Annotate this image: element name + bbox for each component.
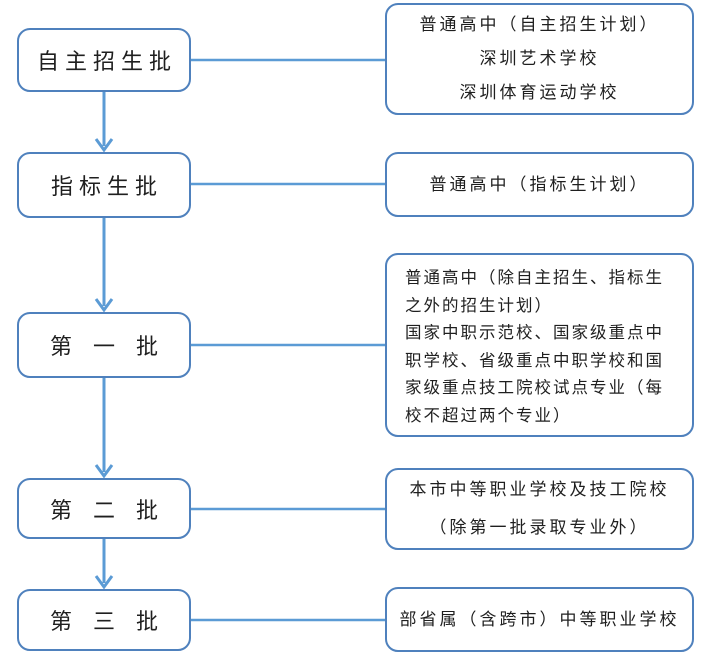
batch-box-zhibiao: 指标生批 [17,152,191,218]
batch-label: 第一批 [49,335,179,360]
batch-box-third: 第三批 [17,589,191,651]
category-line: 深圳体育运动学校 [459,83,620,103]
down-arrow-icon-1 [94,92,114,153]
category-line: 家级重点技工院校试点专业（每 [405,378,664,397]
category-box-first: 普通高中（除自主招生、指标生 之外的招生计划） 国家中职示范校、国家级重点中 职… [385,253,694,437]
category-line: 深圳艺术学校 [479,49,600,69]
batch-box-first: 第一批 [17,312,191,378]
category-line: 普通高中（除自主招生、指标生 [405,268,664,287]
batch-label: 指标生批 [50,175,163,200]
batch-box-second: 第二批 [17,478,191,539]
category-line: 普通高中（自主招生计划） [419,15,660,35]
category-line: 国家中职示范校、国家级重点中 [405,323,664,342]
down-arrow-icon-2 [94,218,114,313]
category-box-zizhu: 普通高中（自主招生计划） 深圳艺术学校 深圳体育运动学校 [385,3,694,115]
category-box-zhibiao: 普通高中（指标生计划） [385,152,694,217]
category-line: 普通高中（指标生计划） [429,174,650,195]
batch-label: 第三批 [49,610,179,635]
category-line: 之外的招生计划） [405,295,553,315]
batch-box-zizhu: 自主招生批 [17,28,191,92]
category-box-second: 本市中等职业学校及技工院校 （除第一批录取专业外） [385,468,694,550]
down-arrow-icon-4 [94,539,114,590]
category-line: 部省属（含跨市）中等职业学校 [399,609,680,630]
down-arrow-icon-3 [94,378,114,479]
category-line: 职学校、省级重点中职学校和国 [405,350,664,370]
category-line: 校不超过两个专业） [405,405,572,425]
category-line: （除第一批录取专业外） [429,518,650,538]
category-box-third: 部省属（含跨市）中等职业学校 [385,587,694,652]
batch-label: 第二批 [49,498,179,524]
batch-label: 自主招生批 [36,50,177,75]
category-line: 本市中等职业学校及技工院校 [409,480,670,500]
